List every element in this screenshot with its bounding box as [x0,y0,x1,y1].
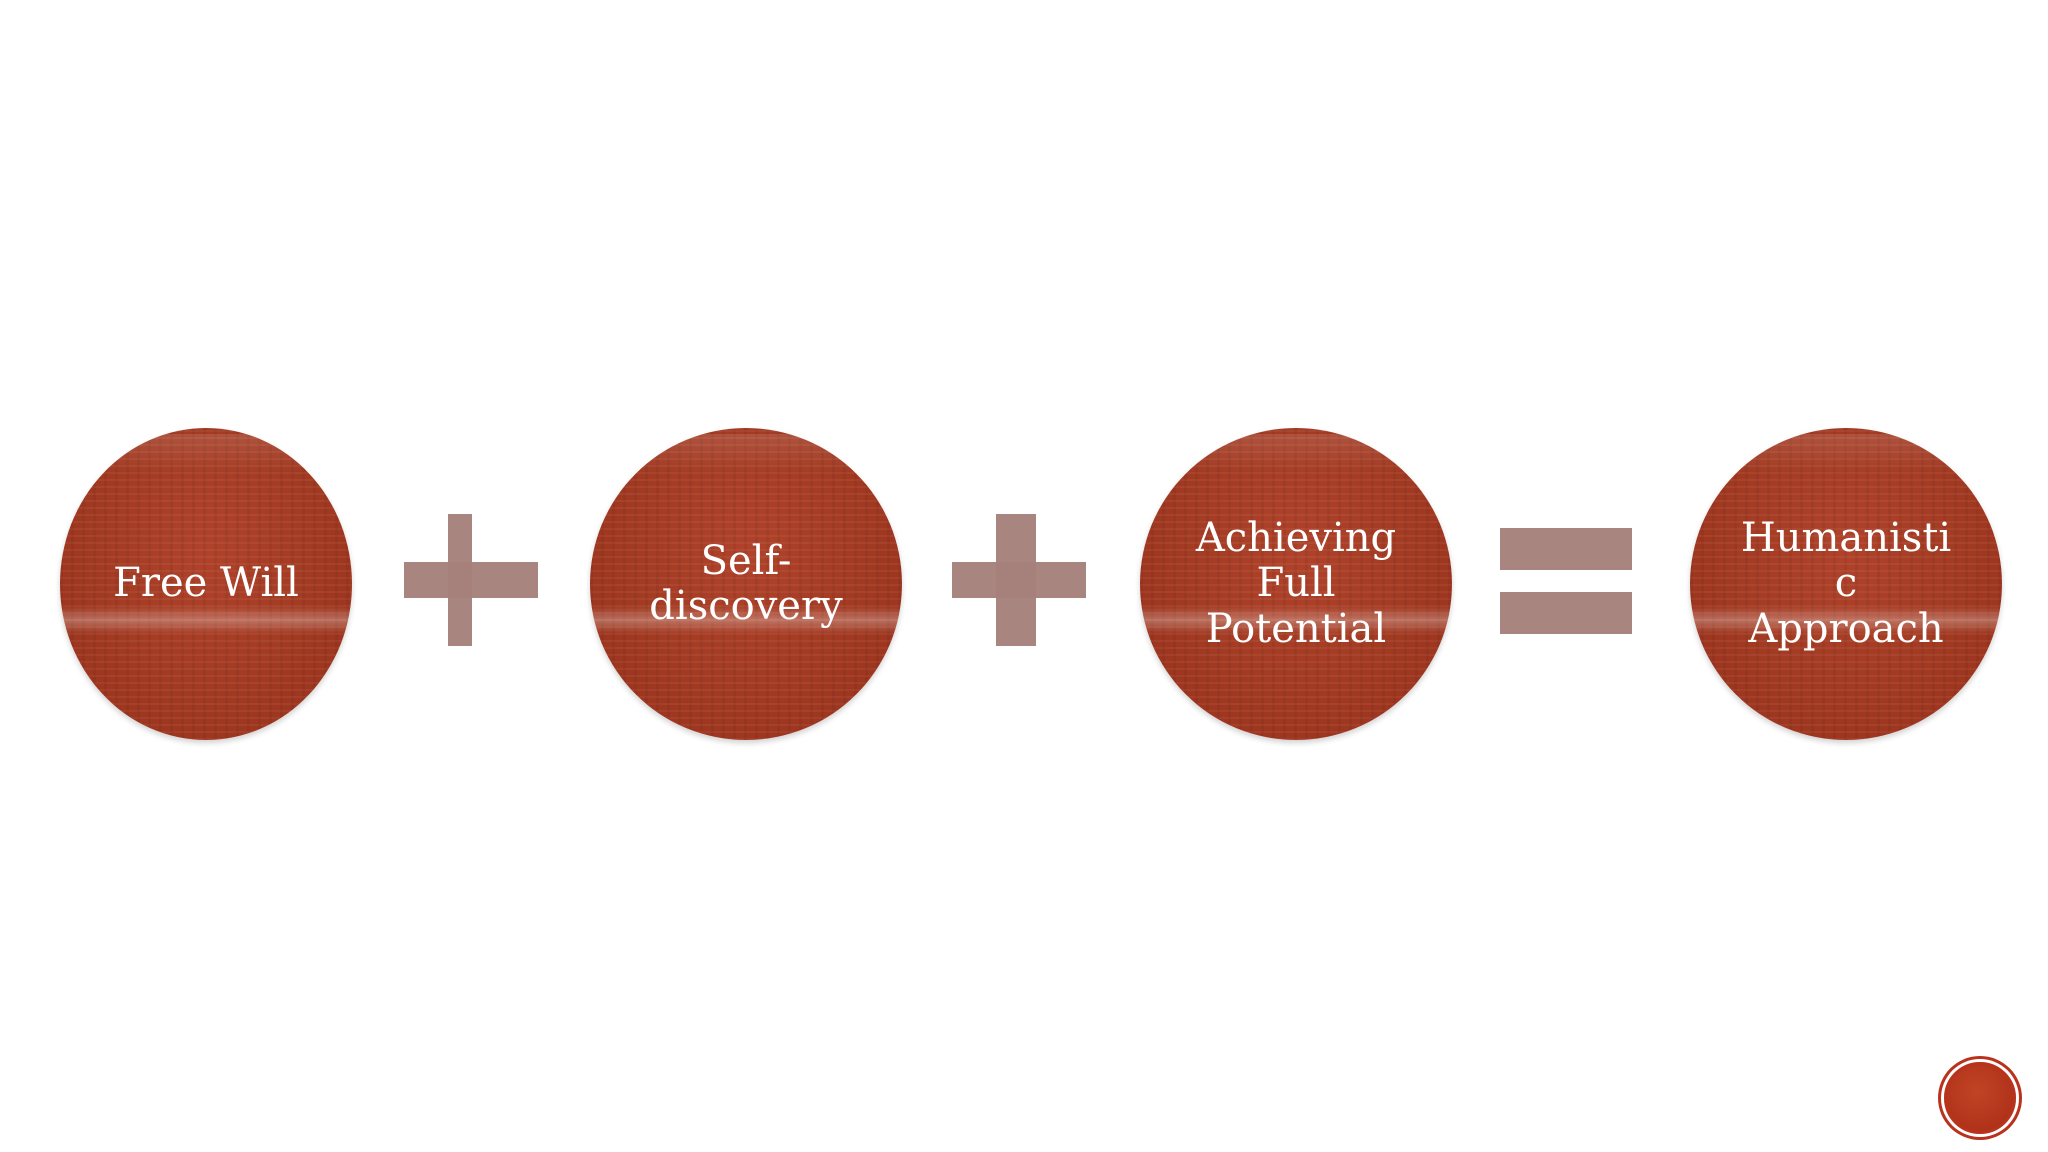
plus-horizontal-bar [952,562,1086,598]
term-label: Self- discovery [649,537,843,629]
term-label: Free Will [113,560,299,607]
term-label: Humanisti c Approach [1740,515,1952,652]
term-circle-humanistic-approach: Humanisti c Approach [1690,428,2002,740]
plus-horizontal-bar [404,562,538,598]
slide-number-badge [1944,1062,2016,1134]
term-circle-free-will: Free Will [60,428,352,740]
equals-top-bar [1500,528,1632,570]
term-circle-achieving-full-potential: Achieving Full Potential [1140,428,1452,740]
term-label: Achieving Full Potential [1195,515,1397,652]
equals-bottom-bar [1500,592,1632,634]
term-circle-self-discovery: Self- discovery [590,428,902,740]
